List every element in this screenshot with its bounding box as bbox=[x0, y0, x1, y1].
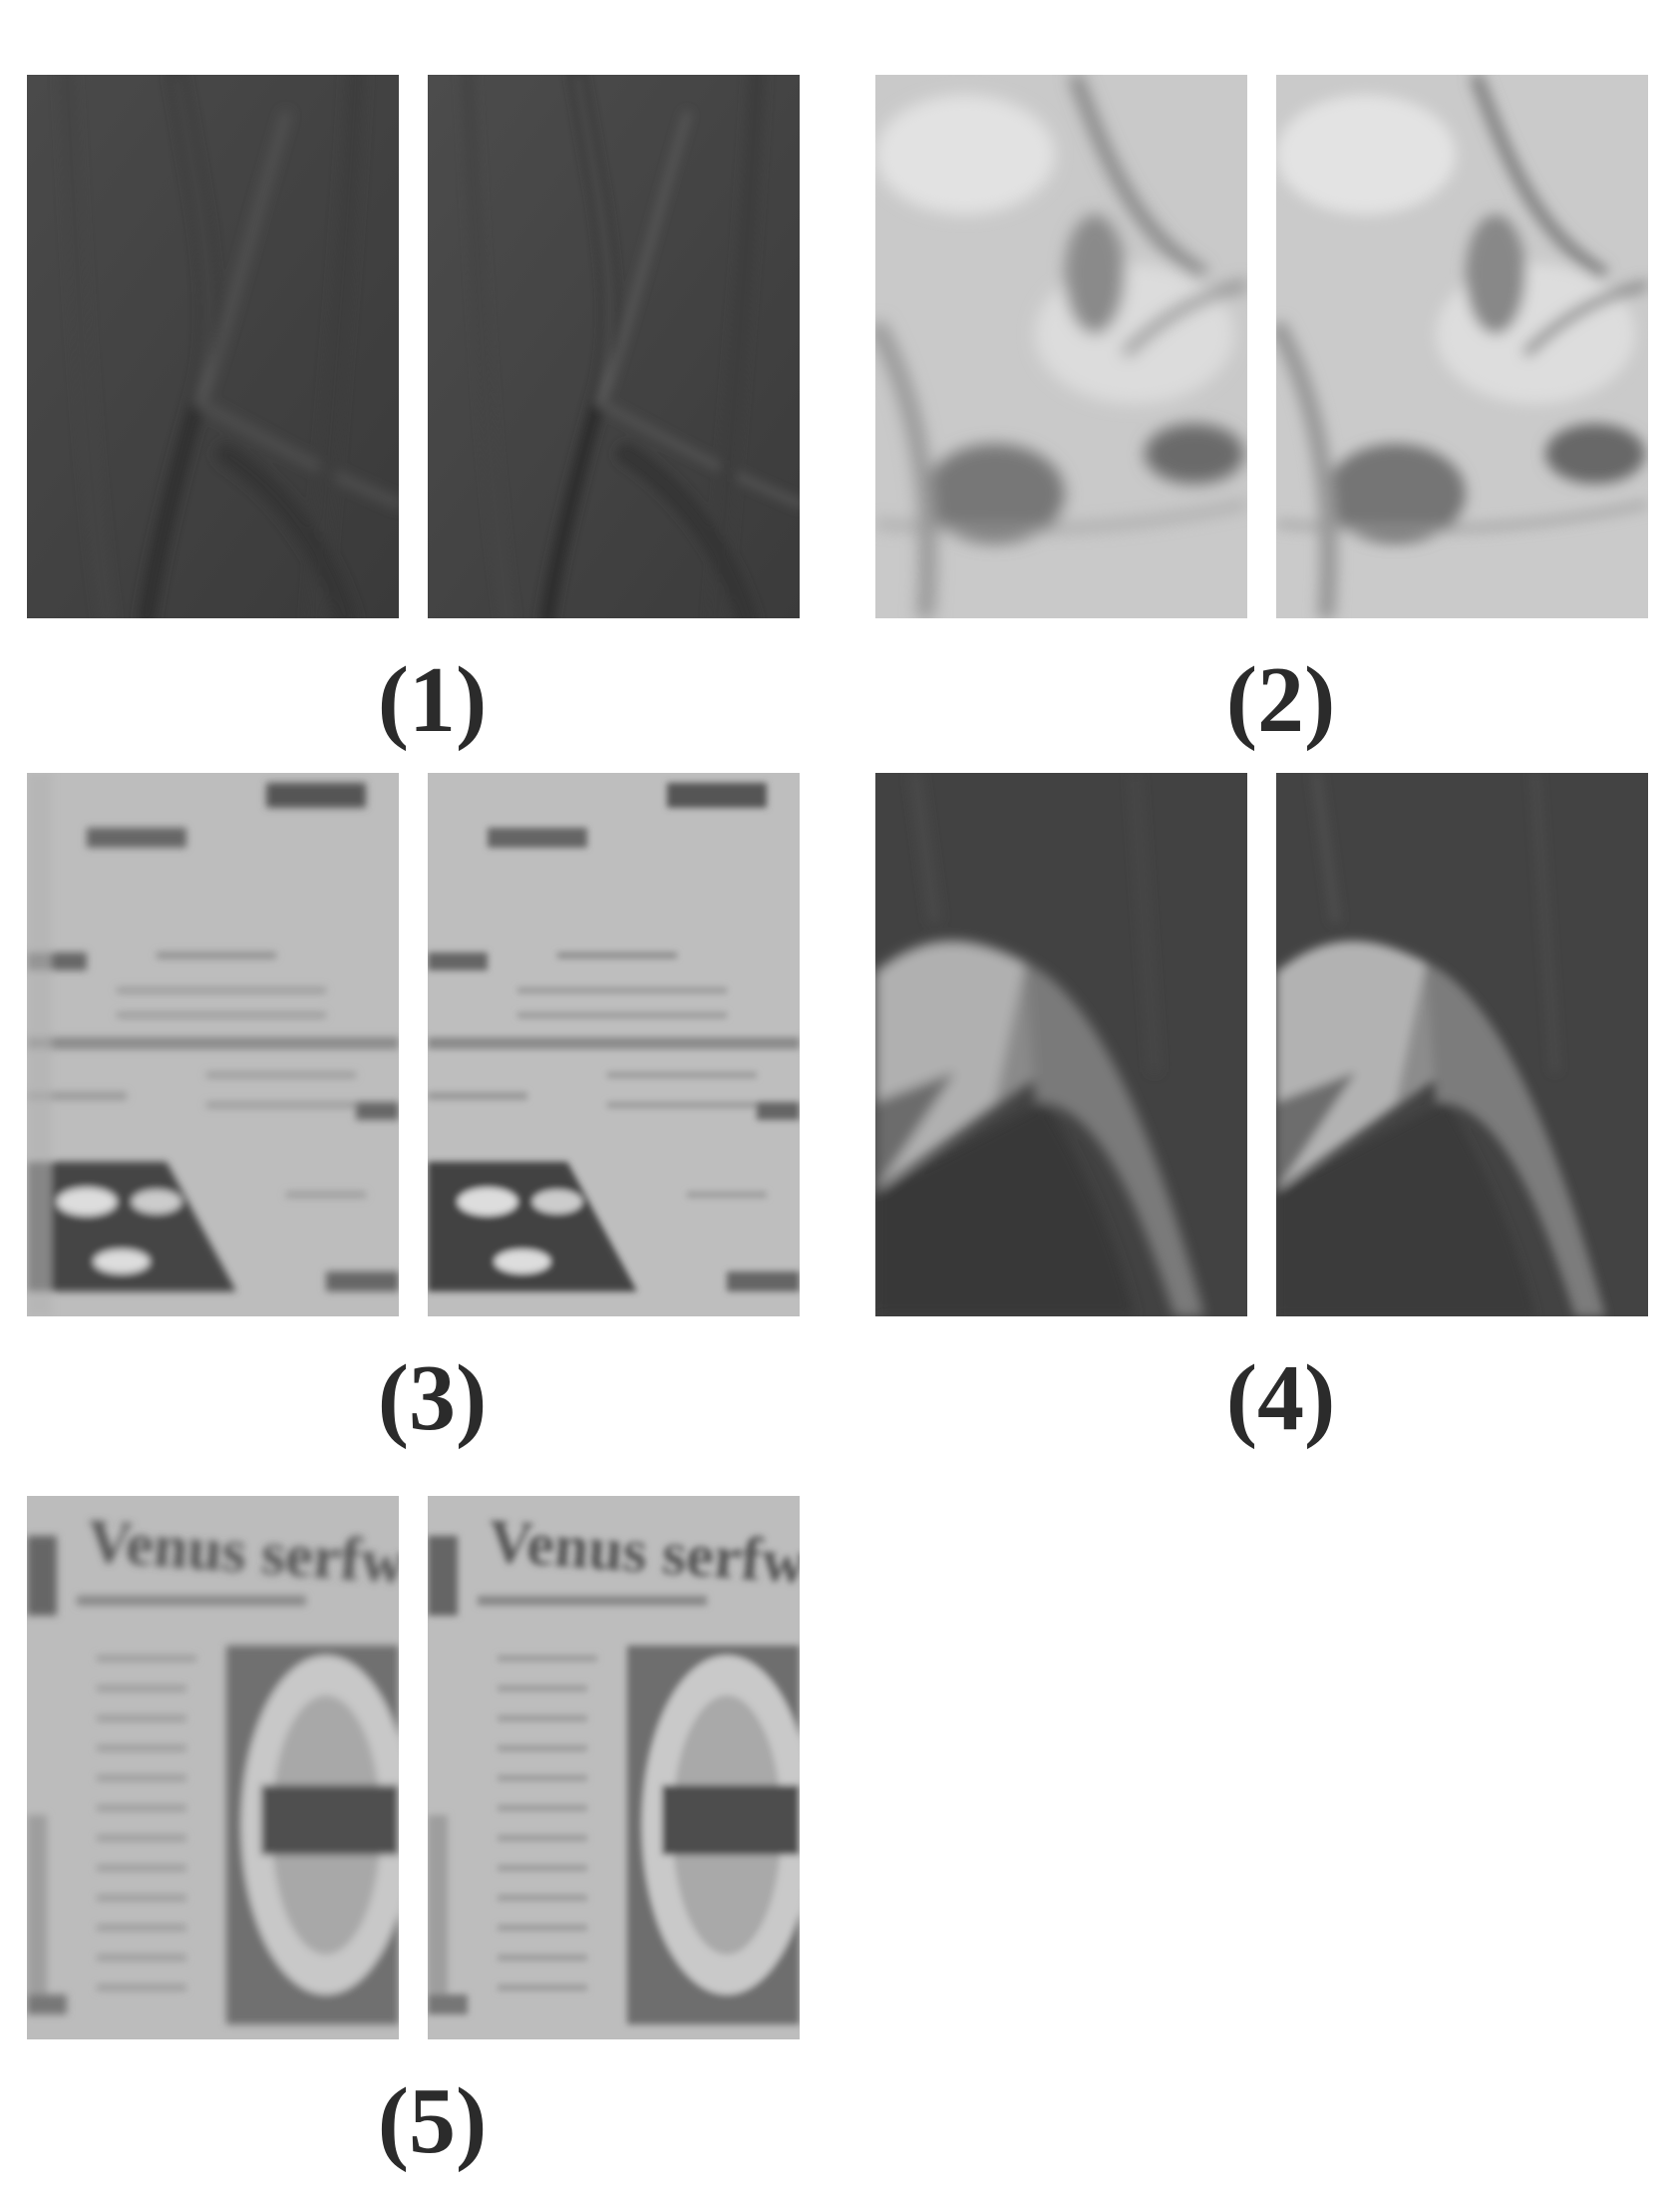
blurred-image-4-right bbox=[1276, 773, 1648, 1316]
image-pair-5: Venus serfw bbox=[27, 1496, 805, 2194]
panel-label-1: (1) bbox=[377, 648, 488, 752]
image-pair-3: (3) bbox=[27, 773, 805, 1471]
panel-label-3: (3) bbox=[377, 1346, 488, 1450]
blurred-image-1-right bbox=[428, 75, 800, 618]
blurred-image-2-right bbox=[1276, 75, 1648, 618]
blurred-image-1-left bbox=[27, 75, 399, 618]
image-pair-4: (4) bbox=[875, 773, 1653, 1471]
blurred-image-5-left: Venus serfw bbox=[27, 1496, 399, 2039]
blurred-image-2-left bbox=[875, 75, 1247, 618]
blurred-image-3-right bbox=[428, 773, 800, 1316]
panel-label-5: (5) bbox=[377, 2069, 488, 2173]
image-pair-1: (1) bbox=[27, 75, 805, 773]
blurred-image-5-right: Venus serfw bbox=[428, 1496, 800, 2039]
blurred-image-3-left bbox=[27, 773, 399, 1316]
blurred-image-4-left bbox=[875, 773, 1247, 1316]
image-pair-2: (2) bbox=[875, 75, 1653, 773]
panel-label-2: (2) bbox=[1225, 648, 1336, 752]
panel-label-4: (4) bbox=[1225, 1346, 1336, 1450]
